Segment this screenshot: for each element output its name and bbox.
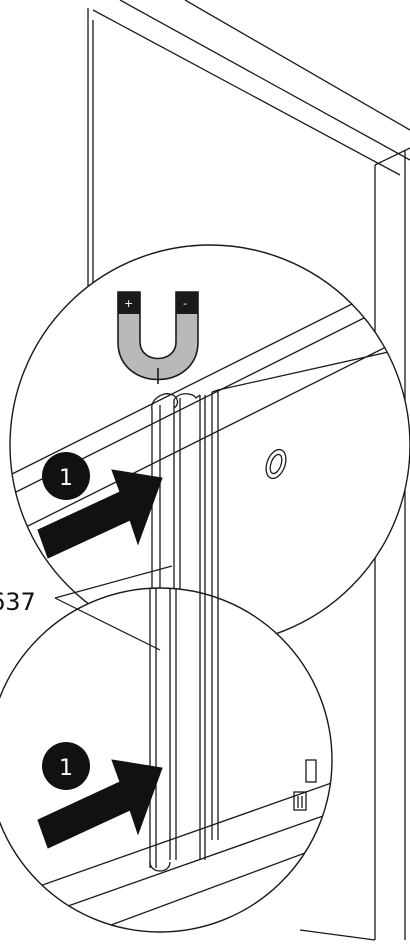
part-callout: 637	[0, 565, 173, 651]
upper-push-arrow	[37, 469, 163, 559]
upper-step-badge: 1	[42, 452, 90, 500]
upper-detail-circle	[9, 244, 410, 646]
magnet-icon: + -	[117, 291, 199, 384]
lower-push-arrow	[37, 759, 163, 849]
magnet-positive-label: +	[124, 297, 133, 310]
lower-step-badge: 1	[42, 742, 90, 790]
magnet-negative-label: -	[183, 297, 187, 310]
lower-detail-circle	[0, 587, 333, 933]
lower-step-number: 1	[59, 756, 73, 781]
part-number-label: 637	[0, 588, 36, 616]
upper-step-number: 1	[59, 466, 73, 491]
